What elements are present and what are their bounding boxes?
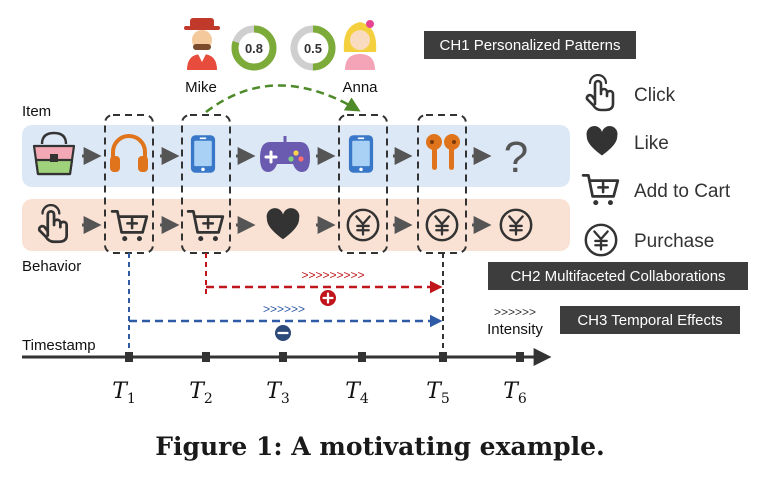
challenge-ch3-label: CH3 Temporal Effects xyxy=(577,312,722,329)
anna-score-value: 0.5 xyxy=(304,41,322,56)
challenge-ch3: CH3 Temporal Effects xyxy=(560,306,740,334)
anna-name: Anna xyxy=(342,79,378,96)
gamepad-icon xyxy=(260,136,310,172)
challenge-ch2-label: CH2 Multifaceted Collaborations xyxy=(510,268,725,285)
highlight-box-t4 xyxy=(338,114,388,254)
mike-avatar xyxy=(184,18,220,70)
timeline-label-t6: T6 xyxy=(503,379,527,407)
mike-name: Mike xyxy=(185,79,217,96)
timestamp-label: Timestamp xyxy=(22,337,96,354)
timeline-tick-t3 xyxy=(279,352,287,362)
timeline-label-t4: T4 xyxy=(345,379,369,407)
headphones-icon xyxy=(110,134,148,172)
item-row-label: Item xyxy=(22,103,51,120)
timeline-tick-t5 xyxy=(439,352,447,362)
minus-icon xyxy=(275,325,291,341)
legend-click-label: Click xyxy=(634,85,676,106)
timeline-tick-t2 xyxy=(202,352,210,362)
legend-heart-icon xyxy=(586,126,618,156)
challenge-ch1-label: CH1 Personalized Patterns xyxy=(440,37,621,54)
phone-icon-t4 xyxy=(348,135,374,173)
mike-score-gauge: 0.8 xyxy=(231,25,277,71)
mike-score-value: 0.8 xyxy=(245,41,263,56)
temporal-intensity: >>>>>> xyxy=(263,302,305,316)
question-mark-icon: ? xyxy=(504,133,528,182)
legend-purchase-label: Purchase xyxy=(634,231,714,252)
challenge-ch1: CH1 Personalized Patterns xyxy=(424,31,636,59)
timeline-label-t1: T1 xyxy=(112,379,136,407)
anna-score-arc xyxy=(290,25,336,71)
handbag-icon xyxy=(32,131,76,176)
legend-yen-icon xyxy=(584,223,618,257)
behavior-row-label: Behavior xyxy=(22,258,81,275)
collaboration-intensity: >>>>>>>>> xyxy=(301,268,364,282)
challenge-ch2: CH2 Multifaceted Collaborations xyxy=(488,262,748,290)
timeline-label-t3: T3 xyxy=(266,379,290,407)
personalized-link-arrow xyxy=(205,84,361,113)
legend-click-icon xyxy=(585,74,615,112)
timeline-tick-t4 xyxy=(358,352,366,362)
timeline-tick-t1 xyxy=(125,352,133,362)
earbuds-icon xyxy=(426,134,460,170)
figure-caption: Figure 1: A motivating example. xyxy=(155,432,605,461)
intensity-marks: >>>>>> xyxy=(494,305,536,319)
anna-score-gauge: 0.5 xyxy=(290,25,336,71)
legend-like-label: Like xyxy=(634,133,669,154)
anna-avatar xyxy=(343,20,377,70)
timeline-label-t2: T2 xyxy=(189,379,213,407)
timeline-ticks: T1 T2 T3 T4 T5 T6 xyxy=(112,352,527,407)
mike-score-arc xyxy=(231,25,277,71)
intensity-label: Intensity xyxy=(487,321,543,338)
legend-cart-icon xyxy=(581,173,620,207)
plus-icon xyxy=(320,290,336,306)
phone-icon xyxy=(190,135,216,173)
user-anna: Anna xyxy=(342,20,378,96)
user-mike: Mike xyxy=(184,18,220,96)
legend-add-to-cart-label: Add to Cart xyxy=(634,181,731,202)
timeline-label-t5: T5 xyxy=(426,379,450,407)
timeline-tick-t6 xyxy=(516,352,524,362)
legend: Click Like Add to Cart Purchase xyxy=(581,74,731,257)
